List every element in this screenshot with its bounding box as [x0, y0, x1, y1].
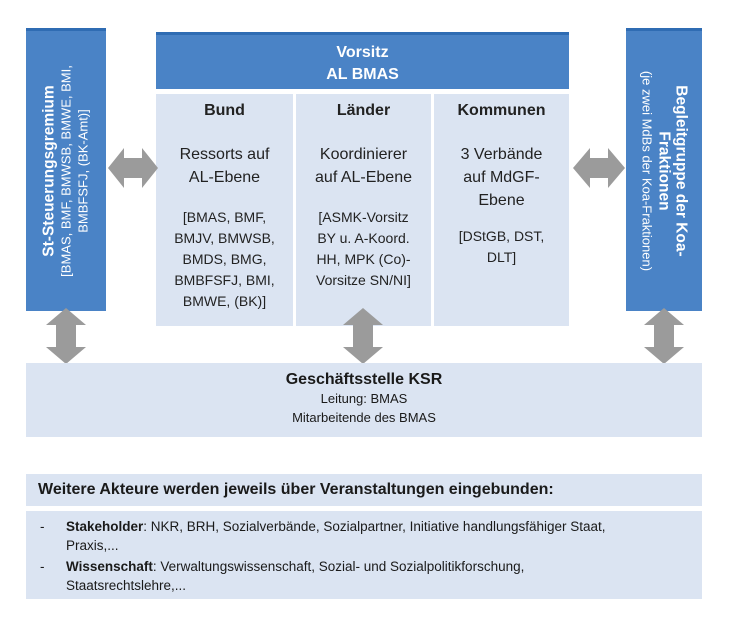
vorsitz-header: Vorsitz AL BMAS — [156, 32, 569, 89]
steuerungsgremium-title: St-Steuerungsgremium — [40, 85, 58, 257]
column-main-text: Ressorts auf AL-Ebene — [179, 146, 270, 186]
list-item-label: Stakeholder — [66, 519, 144, 534]
column-members: [DStGB, DST, DLT] — [458, 228, 545, 265]
column-title: Länder — [336, 102, 391, 119]
column-main-text: Koordinierer auf AL-Ebene — [315, 146, 412, 186]
weitere-akteure-heading-box: Weitere Akteure werden jeweils über Vera… — [26, 474, 702, 506]
double-arrow-vertical-right-icon — [644, 308, 684, 364]
begleitgruppe-title-1: Begleitgruppe der Koa- — [672, 85, 690, 257]
list-item: - Wissenschaft: Verwaltungswissenschaft,… — [40, 557, 688, 595]
column-title: Bund — [204, 102, 245, 119]
geschaeftsstelle-title: Geschäftsstelle KSR — [285, 371, 443, 388]
column-title: Kommunen — [457, 102, 546, 119]
vorsitz-label: Vorsitz — [336, 44, 389, 61]
weitere-akteure-heading: Weitere Akteure werden jeweils über Vera… — [38, 481, 554, 498]
double-arrow-right-icon — [573, 148, 625, 188]
list-item-text: Wissenschaft: Verwaltungswissenschaft, S… — [66, 557, 688, 595]
double-arrow-vertical-center-icon — [343, 308, 383, 364]
weitere-akteure-list: - Stakeholder: NKR, BRH, Sozialverbände,… — [26, 511, 702, 599]
geschaeftsstelle-mitarbeitende: Mitarbeitende des BMAS — [292, 410, 436, 425]
steuerungsgremium-text: St-Steuerungsgremium [BMAS, BMF, BMWSB, … — [41, 65, 92, 277]
begleitgruppe-subtitle: (je zwei MdBs der Koa-Fraktionen) — [639, 70, 655, 272]
begleitgruppe-box: Begleitgruppe der Koa- Fraktionen (je zw… — [626, 28, 702, 311]
column-main-text: 3 Verbände auf MdGF- Ebene — [460, 146, 543, 209]
steuerungsgremium-members-1: [BMAS, BMF, BMWSB, BMWE, BMI, — [58, 65, 74, 277]
list-item-content: : NKR, BRH, Sozialverbände, Sozialpartne… — [143, 519, 606, 534]
geschaeftsstelle-leitung: Leitung: BMAS — [320, 391, 408, 406]
steuerungsgremium-members-2: BMBFSFJ, (BK-Amt)] — [75, 109, 91, 233]
list-dash: - — [40, 559, 45, 574]
steuerungsgremium-box: St-Steuerungsgremium [BMAS, BMF, BMWSB, … — [26, 28, 106, 311]
geschaeftsstelle-box: Geschäftsstelle KSR Leitung: BMAS Mitarb… — [26, 363, 702, 437]
vorsitz-value: AL BMAS — [326, 66, 399, 83]
list-item-content: : Verwaltungswissenschaft, Sozial- und S… — [152, 559, 525, 574]
double-arrow-vertical-left-icon — [46, 308, 86, 364]
column-members: [BMAS, BMF, BMJV, BMWSB, BMDS, BMG, BMBF… — [174, 209, 275, 309]
begleitgruppe-title-2: Fraktionen — [655, 131, 673, 211]
column-bund: Bund Ressorts auf AL-Ebene [BMAS, BMF, B… — [156, 94, 293, 326]
column-laender: Länder Koordinierer auf AL-Ebene [ASMK-V… — [296, 94, 431, 326]
double-arrow-left-icon — [108, 148, 158, 188]
list-item-label: Wissenschaft — [66, 559, 153, 574]
list-dash: - — [40, 519, 45, 534]
list-item-content-cont: Staatsrechtslehre,... — [66, 578, 187, 593]
list-item: - Stakeholder: NKR, BRH, Sozialverbände,… — [40, 517, 688, 555]
begleitgruppe-text: Begleitgruppe der Koa- Fraktionen (je zw… — [639, 71, 690, 271]
column-members: [ASMK-Vorsitz BY u. A-Koord. HH, MPK (Co… — [316, 209, 411, 288]
list-item-text: Stakeholder: NKR, BRH, Sozialverbände, S… — [66, 517, 688, 555]
column-kommunen: Kommunen 3 Verbände auf MdGF- Ebene [DSt… — [434, 94, 569, 326]
list-item-content-cont: Praxis,... — [66, 538, 119, 553]
